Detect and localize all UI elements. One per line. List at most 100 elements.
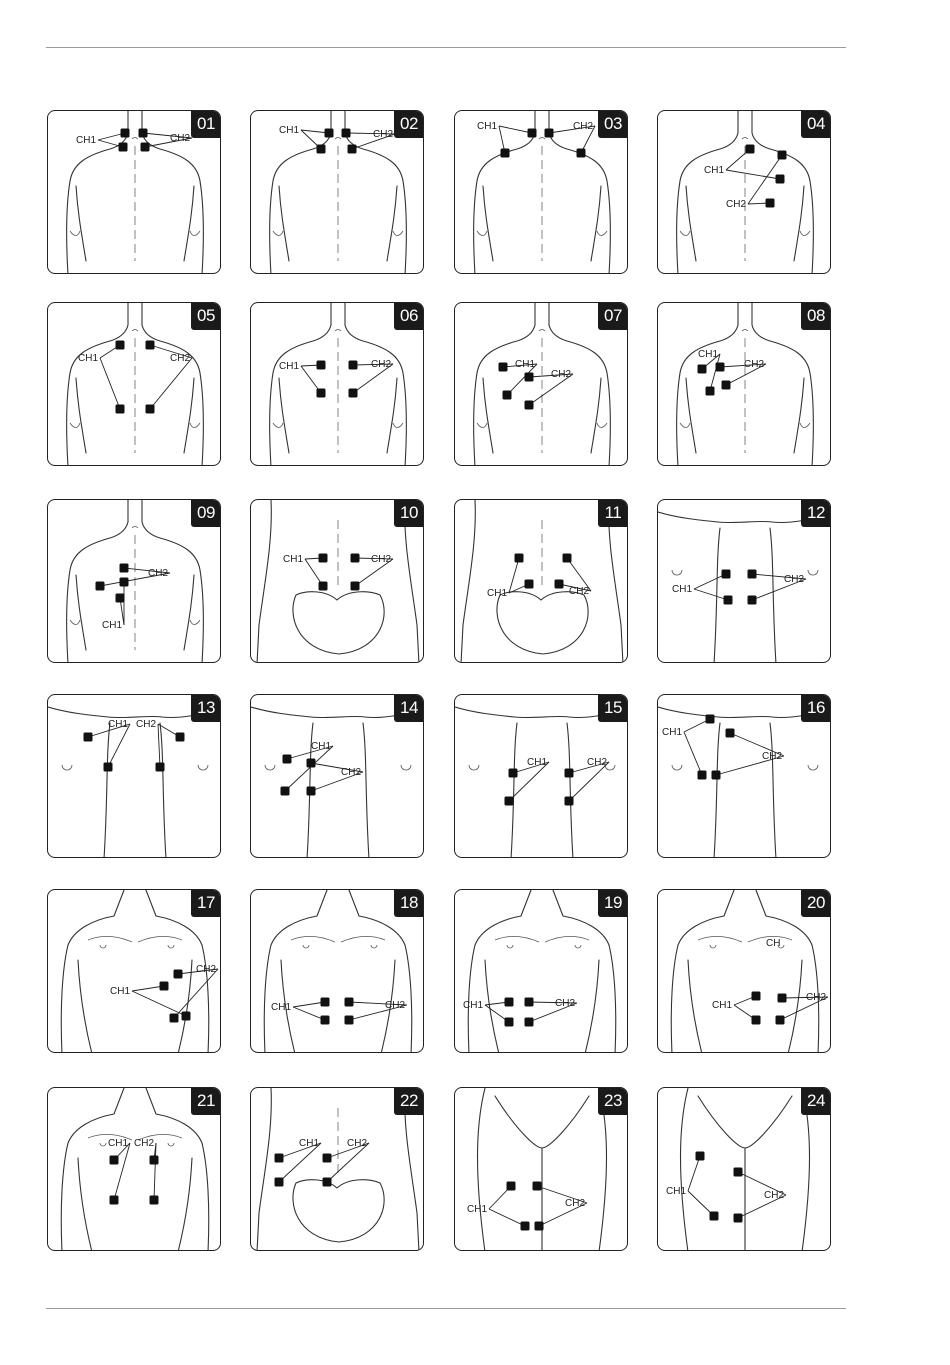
channel-label: CH2	[134, 1138, 154, 1149]
electrode-pad	[706, 715, 715, 724]
electrode-pad	[317, 361, 326, 370]
channel-label: CH1	[311, 741, 331, 752]
placement-panel-16: CH1CH216	[657, 694, 831, 858]
placement-panel-07: CH1CH207	[454, 302, 628, 466]
lead-wire	[293, 1002, 325, 1007]
electrode-pad	[281, 787, 290, 796]
electrode-pad	[156, 763, 165, 772]
panel-number: 04	[801, 110, 831, 138]
channel-label: CH	[766, 938, 780, 949]
electrode-pad	[307, 759, 316, 768]
panel-number: 24	[801, 1087, 831, 1115]
electrode-pad	[509, 769, 518, 778]
electrode-pad	[120, 578, 129, 587]
electrode-pad	[174, 970, 183, 979]
electrode-pad	[351, 582, 360, 591]
placement-panel-08: CH1CH208	[657, 302, 831, 466]
electrode-pad	[722, 570, 731, 579]
electrode-pad	[325, 129, 334, 138]
channel-label: CH2	[565, 1198, 585, 1209]
panel-number: 10	[394, 499, 424, 527]
electrode-pad	[182, 1012, 191, 1021]
channel-label: CH1	[108, 719, 128, 730]
electrode-pad	[176, 733, 185, 742]
placement-panel-05: CH1CH205	[47, 302, 221, 466]
placement-panel-10: CH1 CH2 10	[250, 499, 424, 663]
electrode-pad	[307, 787, 316, 796]
lead-wire	[100, 358, 120, 409]
channel-label: CH2	[170, 133, 190, 144]
electrode-pad	[503, 391, 512, 400]
lead-wire	[499, 126, 532, 133]
electrode-pad	[746, 145, 755, 154]
channel-label: CH2	[341, 767, 361, 778]
electrode-pad	[321, 998, 330, 1007]
electrode-pad	[528, 129, 537, 138]
electrode-pad	[698, 365, 707, 374]
channel-label: CH1	[527, 757, 547, 768]
channel-label: CH1	[666, 1186, 686, 1197]
placement-panel-17: CH2CH117	[47, 889, 221, 1053]
channel-label: CH1	[76, 135, 96, 146]
electrode-pad	[712, 771, 721, 780]
lead-wire	[694, 589, 728, 600]
panel-number: 09	[191, 499, 221, 527]
lead-wire	[509, 558, 519, 593]
electrode-pad	[565, 769, 574, 778]
placement-panel-22: CH1CH222	[250, 1087, 424, 1251]
placement-panel-15: CH1CH215	[454, 694, 628, 858]
placement-panel-23: CH1CH223	[454, 1087, 628, 1251]
channel-label: CH2	[762, 751, 782, 762]
electrode-pad	[317, 389, 326, 398]
panel-number: 11	[598, 499, 628, 527]
panel-number: 05	[191, 302, 221, 330]
electrode-pad	[150, 1196, 159, 1205]
channel-label: CH1	[299, 1138, 319, 1149]
panel-number: 19	[598, 889, 628, 917]
electrode-pad	[342, 129, 351, 138]
channel-label: CH1	[515, 359, 535, 370]
channel-label: CH1	[279, 125, 299, 136]
electrode-pad	[317, 145, 326, 154]
channel-label: CH1	[110, 986, 130, 997]
lead-wire	[726, 170, 780, 179]
electrode-pad	[545, 129, 554, 138]
panel-number: 20	[801, 889, 831, 917]
channel-label: CH1	[487, 588, 507, 599]
placement-panel-06: CH1CH206	[250, 302, 424, 466]
electrode-pad	[698, 771, 707, 780]
channel-label: CH1	[279, 361, 299, 372]
channel-label: CH1	[477, 121, 497, 132]
electrode-pad	[170, 1014, 179, 1023]
electrode-pad	[499, 363, 508, 372]
channel-label: CH2	[551, 369, 571, 380]
panel-number: 01	[191, 110, 221, 138]
lead-wire	[158, 724, 160, 767]
electrode-pad	[726, 729, 735, 738]
electrode-pad	[565, 797, 574, 806]
electrode-pad	[120, 564, 129, 573]
electrode-pad	[348, 145, 357, 154]
channel-label: CH2	[371, 359, 391, 370]
panel-number: 03	[598, 110, 628, 138]
electrode-pad	[722, 381, 731, 390]
electrode-pad	[323, 1178, 332, 1187]
panel-number: 14	[394, 694, 424, 722]
electrode-pad	[535, 1222, 544, 1231]
channel-label: CH1	[283, 554, 303, 565]
channel-label: CH1	[463, 1000, 483, 1011]
electrode-pad	[748, 570, 757, 579]
electrode-pad	[141, 143, 150, 152]
electrode-pad	[146, 405, 155, 414]
electrode-pad	[104, 763, 113, 772]
electrode-pad	[160, 982, 169, 991]
panel-number: 15	[598, 694, 628, 722]
electrode-pad	[734, 1214, 743, 1223]
lead-wire	[684, 732, 702, 775]
channel-label: CH2	[371, 554, 391, 565]
electrode-pad	[525, 998, 534, 1007]
electrode-pad	[349, 361, 358, 370]
panel-number: 16	[801, 694, 831, 722]
